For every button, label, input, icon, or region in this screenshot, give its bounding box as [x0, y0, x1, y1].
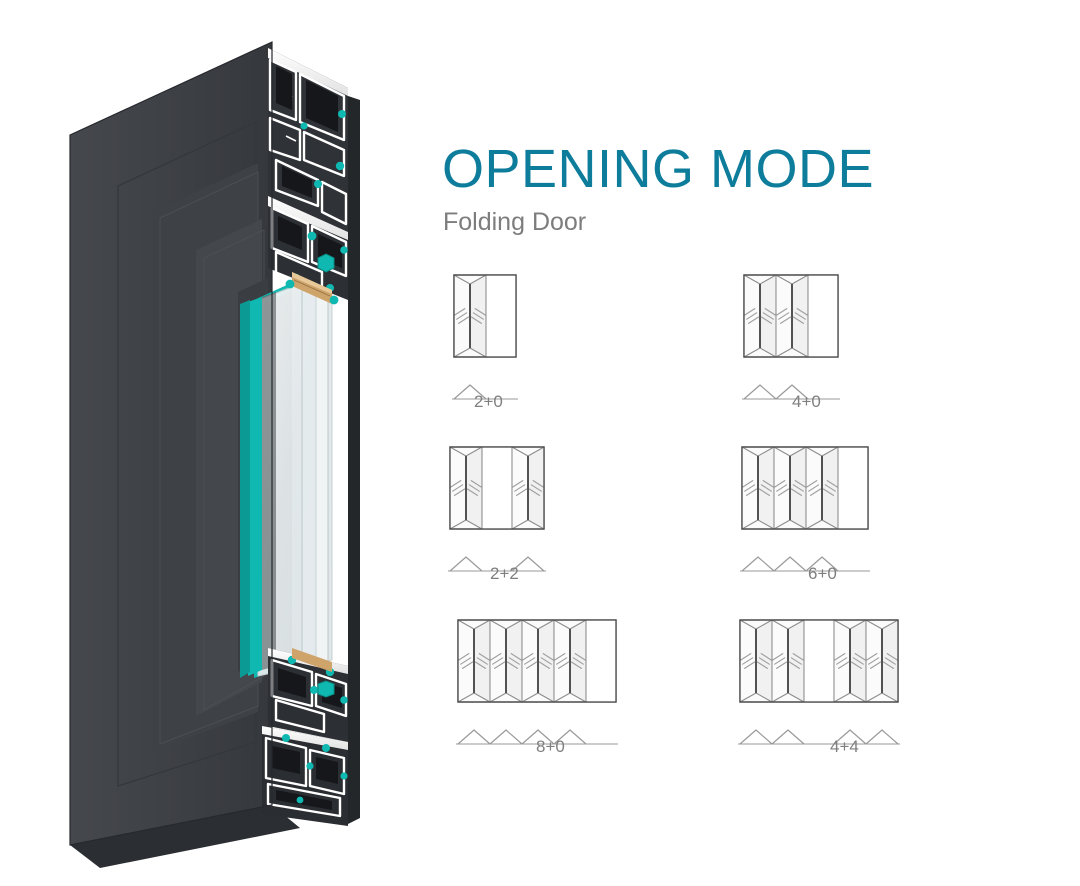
mode-figure-2-0 [452, 274, 518, 405]
mode-option-2-0[interactable]: 2+0 [440, 274, 740, 435]
profile-section-top [268, 48, 348, 244]
page-title: OPENING MODE [442, 139, 875, 199]
mode-figure-8-0 [456, 619, 618, 750]
mode-option-8-0[interactable]: 8+0 [440, 619, 740, 780]
profile-section-sill [262, 726, 348, 826]
mode-figure-4-0 [742, 274, 840, 405]
glass-edge-right [301, 238, 329, 670]
mode-figure-4-4 [738, 619, 900, 750]
mode-label-2-2: 2+2 [490, 564, 519, 583]
page-subtitle: Folding Door [443, 208, 587, 236]
mode-figure-6-0 [740, 446, 870, 577]
mode-label-8-0: 8+0 [536, 737, 565, 756]
mode-option-6-0[interactable]: 6+0 [732, 446, 1032, 607]
frame-right-face [348, 96, 360, 824]
mode-label-4-0: 4+0 [792, 392, 821, 411]
content-panel: OPENING MODE Folding Door 2+0 4+0 2+2 6+… [440, 0, 1080, 886]
mode-option-4-4[interactable]: 4+4 [732, 619, 1032, 780]
mode-option-2-2[interactable]: 2+2 [440, 446, 740, 607]
opening-mode-grid: 2+0 4+0 2+2 6+0 8+0 [440, 274, 1080, 795]
profile-section-bottom [268, 648, 348, 742]
mode-label-2-0: 2+0 [474, 392, 503, 411]
profile-section-sash-top [268, 196, 348, 300]
mode-option-4-0[interactable]: 4+0 [732, 274, 1032, 435]
glazing-bead-top [285, 272, 339, 305]
mode-figure-2-2 [448, 446, 546, 577]
mode-label-6-0: 6+0 [808, 564, 837, 583]
product-image [0, 0, 420, 886]
mode-label-4-4: 4+4 [830, 737, 859, 756]
